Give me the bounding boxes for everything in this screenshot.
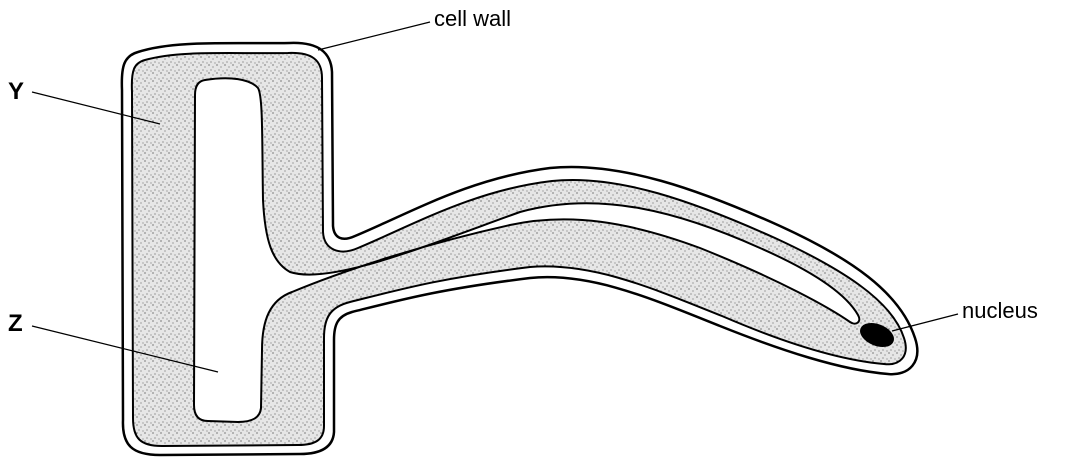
cell-wall-leader-line: [318, 22, 430, 50]
y-label: Y: [8, 80, 24, 104]
nucleus-label: nucleus: [962, 300, 1038, 322]
z-label: Z: [8, 312, 23, 336]
cell-wall-label: cell wall: [434, 8, 511, 30]
